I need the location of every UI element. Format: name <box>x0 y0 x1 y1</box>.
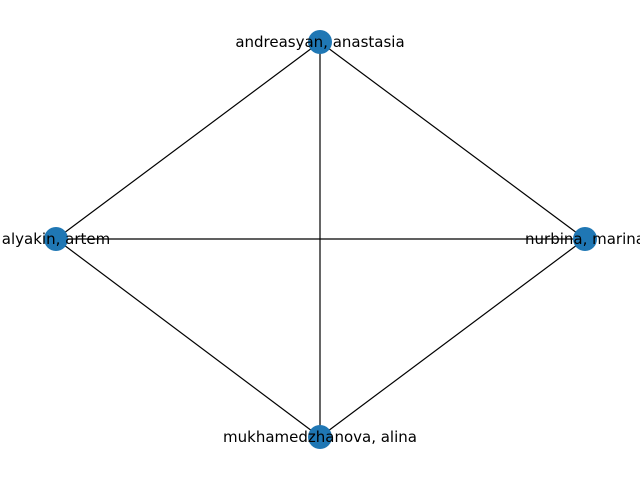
node-layer <box>44 30 597 449</box>
node-label-mukhamedzhanova: mukhamedzhanova, alina <box>223 428 417 446</box>
node-andreasyan <box>308 30 332 54</box>
node-label-nurbina: nurbina, marina <box>525 230 640 248</box>
edge-alyakin-mukhamedzhanova <box>55 238 321 438</box>
node-alyakin <box>44 227 68 251</box>
label-layer: andreasyan, anastasia nurbina, marina mukh… <box>2 33 640 446</box>
edge-layer <box>55 41 586 438</box>
edge-andreasyan-nurbina <box>319 41 586 240</box>
edge-nurbina-mukhamedzhanova <box>319 238 586 438</box>
node-label-alyakin: alyakin, artem <box>2 230 110 248</box>
node-label-andreasyan: andreasyan, anastasia <box>235 33 404 51</box>
node-mukhamedzhanova <box>308 425 332 449</box>
node-nurbina <box>573 227 597 251</box>
edge-andreasyan-alyakin <box>55 41 321 240</box>
